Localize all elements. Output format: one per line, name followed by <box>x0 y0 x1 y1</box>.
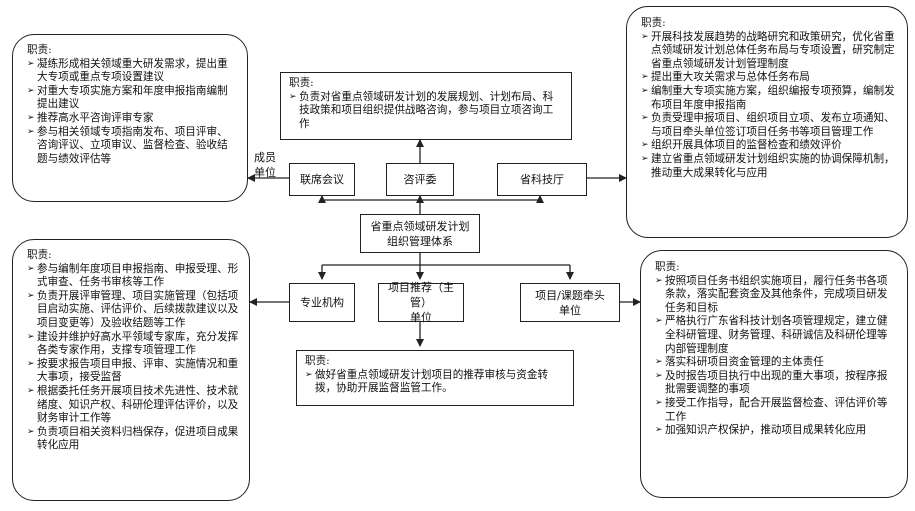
duty-heading: 职责: <box>641 17 666 29</box>
advisory-committee-node: 咨评委 <box>386 163 454 196</box>
duty-item: 按要求报告项目申报、评审、实施情况和重大事项，接受监督 <box>27 358 239 385</box>
duty-heading: 职责: <box>27 44 52 56</box>
recommender-unit-node: 项目推荐（主管） 单位 <box>378 281 464 324</box>
duty-item: 参与编制年度项目申报指南、申报受理、形式审查、任务书审核等工作 <box>27 263 239 290</box>
dept-duties-box: 职责: 开展科技发展趋势的战略研究和政策研究，优化省重点领域研发计划总体任务布局… <box>626 6 908 238</box>
duty-item: 接受工作指导，配合开展监督检查、评估评价等工作 <box>655 397 897 424</box>
duty-item: 组织开展具体项目的监督检查和绩效评价 <box>641 139 897 153</box>
duty-item: 提出重大攻关需求与总体任务布局 <box>641 71 897 85</box>
duty-item: 严格执行广东省科技计划各项管理规定，建立健全科研管理、财务管理、科研诚信及科研伦… <box>655 315 897 356</box>
duty-item: 负责受理申报项目、组织项目立项、发布立项通知、与项目牵头单位签订项目任务书等项目… <box>641 112 897 139</box>
duty-item: 加强知识产权保护，推动项目成果转化应用 <box>655 424 897 438</box>
member-units-label: 成员 单位 <box>254 151 276 179</box>
duty-item: 建立省重点领域研发计划组织实施的协调保障机制，推动重大成果转化与应用 <box>641 153 897 180</box>
duty-list: 开展科技发展趋势的战略研究和政策研究，优化省重点领域研发计划总体任务布局与专项设… <box>641 31 897 181</box>
duty-list: 凝练形成相关领域重大研发需求，提出重大专项或重点专项设置建议 对重大专项实施方案… <box>27 58 235 167</box>
duty-item: 负责项目相关资料归档保存，促进项目成果转化应用 <box>27 426 239 453</box>
duty-item: 及时报告项目执行中出现的重大事项，按程序报批需要调整的事项 <box>655 370 897 397</box>
duty-item: 推荐高水平咨询评审专家 <box>27 112 235 126</box>
lead-unit-node: 项目/课题牵头 单位 <box>520 283 620 322</box>
duty-heading: 职责: <box>655 261 680 273</box>
duty-item: 对重大专项实施方案和年度申报指南编制提出建议 <box>27 85 235 112</box>
duty-item: 凝练形成相关领域重大研发需求，提出重大专项或重点专项设置建议 <box>27 58 235 85</box>
system-center-node: 省重点领域研发计划 组织管理体系 <box>360 214 480 253</box>
duty-item: 负责对省重点领域研发计划的发展规划、计划布局、科技政策和项目组织提供战略咨询，参… <box>289 91 563 132</box>
member-units-duties-box: 职责: 凝练形成相关领域重大研发需求，提出重大专项或重点专项设置建议 对重大专项… <box>12 34 248 202</box>
professional-agency-node: 专业机构 <box>289 283 355 322</box>
duty-list: 做好省重点领域研发计划项目的推荐审核与资金转拨，协助开展监督监管工作。 <box>305 369 565 396</box>
duty-list: 按照项目任务书组织实施项目，履行任务书各项条款，落实配套资金及其他条件，完成项目… <box>655 275 897 438</box>
duty-list: 参与编制年度项目申报指南、申报受理、形式审查、任务书审核等工作 负责开展评审管理… <box>27 263 239 453</box>
lead-unit-duties-box: 职责: 按照项目任务书组织实施项目，履行任务书各项条款，落实配套资金及其他条件，… <box>640 250 908 498</box>
duty-list: 负责对省重点领域研发计划的发展规划、计划布局、科技政策和项目组织提供战略咨询，参… <box>289 91 563 132</box>
duty-heading: 职责: <box>305 355 330 367</box>
duty-heading: 职责: <box>289 77 314 89</box>
provincial-dept-node: 省科技厅 <box>497 163 587 196</box>
duty-heading: 职责: <box>27 249 52 261</box>
duty-item: 参与相关领域专项指南发布、项目评审、咨询评议、立项审议、监督检查、验收结题与绩效… <box>27 126 235 167</box>
advisory-duties-box: 职责: 负责对省重点领域研发计划的发展规划、计划布局、科技政策和项目组织提供战略… <box>280 72 572 140</box>
duty-item: 做好省重点领域研发计划项目的推荐审核与资金转拨，协助开展监督监管工作。 <box>305 369 565 396</box>
duty-item: 建设并维护好高水平领域专家库，充分发挥各类专家作用，支撑专项管理工作 <box>27 331 239 358</box>
duty-item: 根据委托任务开展项目技术先进性、技术就绪度、知识产权、科研伦理评估评价，以及财务… <box>27 385 239 426</box>
duty-item: 按照项目任务书组织实施项目，履行任务书各项条款，落实配套资金及其他条件，完成项目… <box>655 275 897 316</box>
recommender-duties-box: 职责: 做好省重点领域研发计划项目的推荐审核与资金转拨，协助开展监督监管工作。 <box>296 350 574 406</box>
duty-item: 落实科研项目资金管理的主体责任 <box>655 356 897 370</box>
duty-item: 编制重大专项实施方案，组织编报专项预算，编制发布项目年度申报指南 <box>641 85 897 112</box>
duty-item: 负责开展评审管理、项目实施管理（包括项目启动实施、评估评价、后续拨款建议以及项目… <box>27 290 239 331</box>
agency-duties-box: 职责: 参与编制年度项目申报指南、申报受理、形式审查、任务书审核等工作 负责开展… <box>12 239 250 501</box>
duty-item: 开展科技发展趋势的战略研究和政策研究，优化省重点领域研发计划总体任务布局与专项设… <box>641 31 897 72</box>
liaison-meeting-node: 联席会议 <box>289 163 355 196</box>
